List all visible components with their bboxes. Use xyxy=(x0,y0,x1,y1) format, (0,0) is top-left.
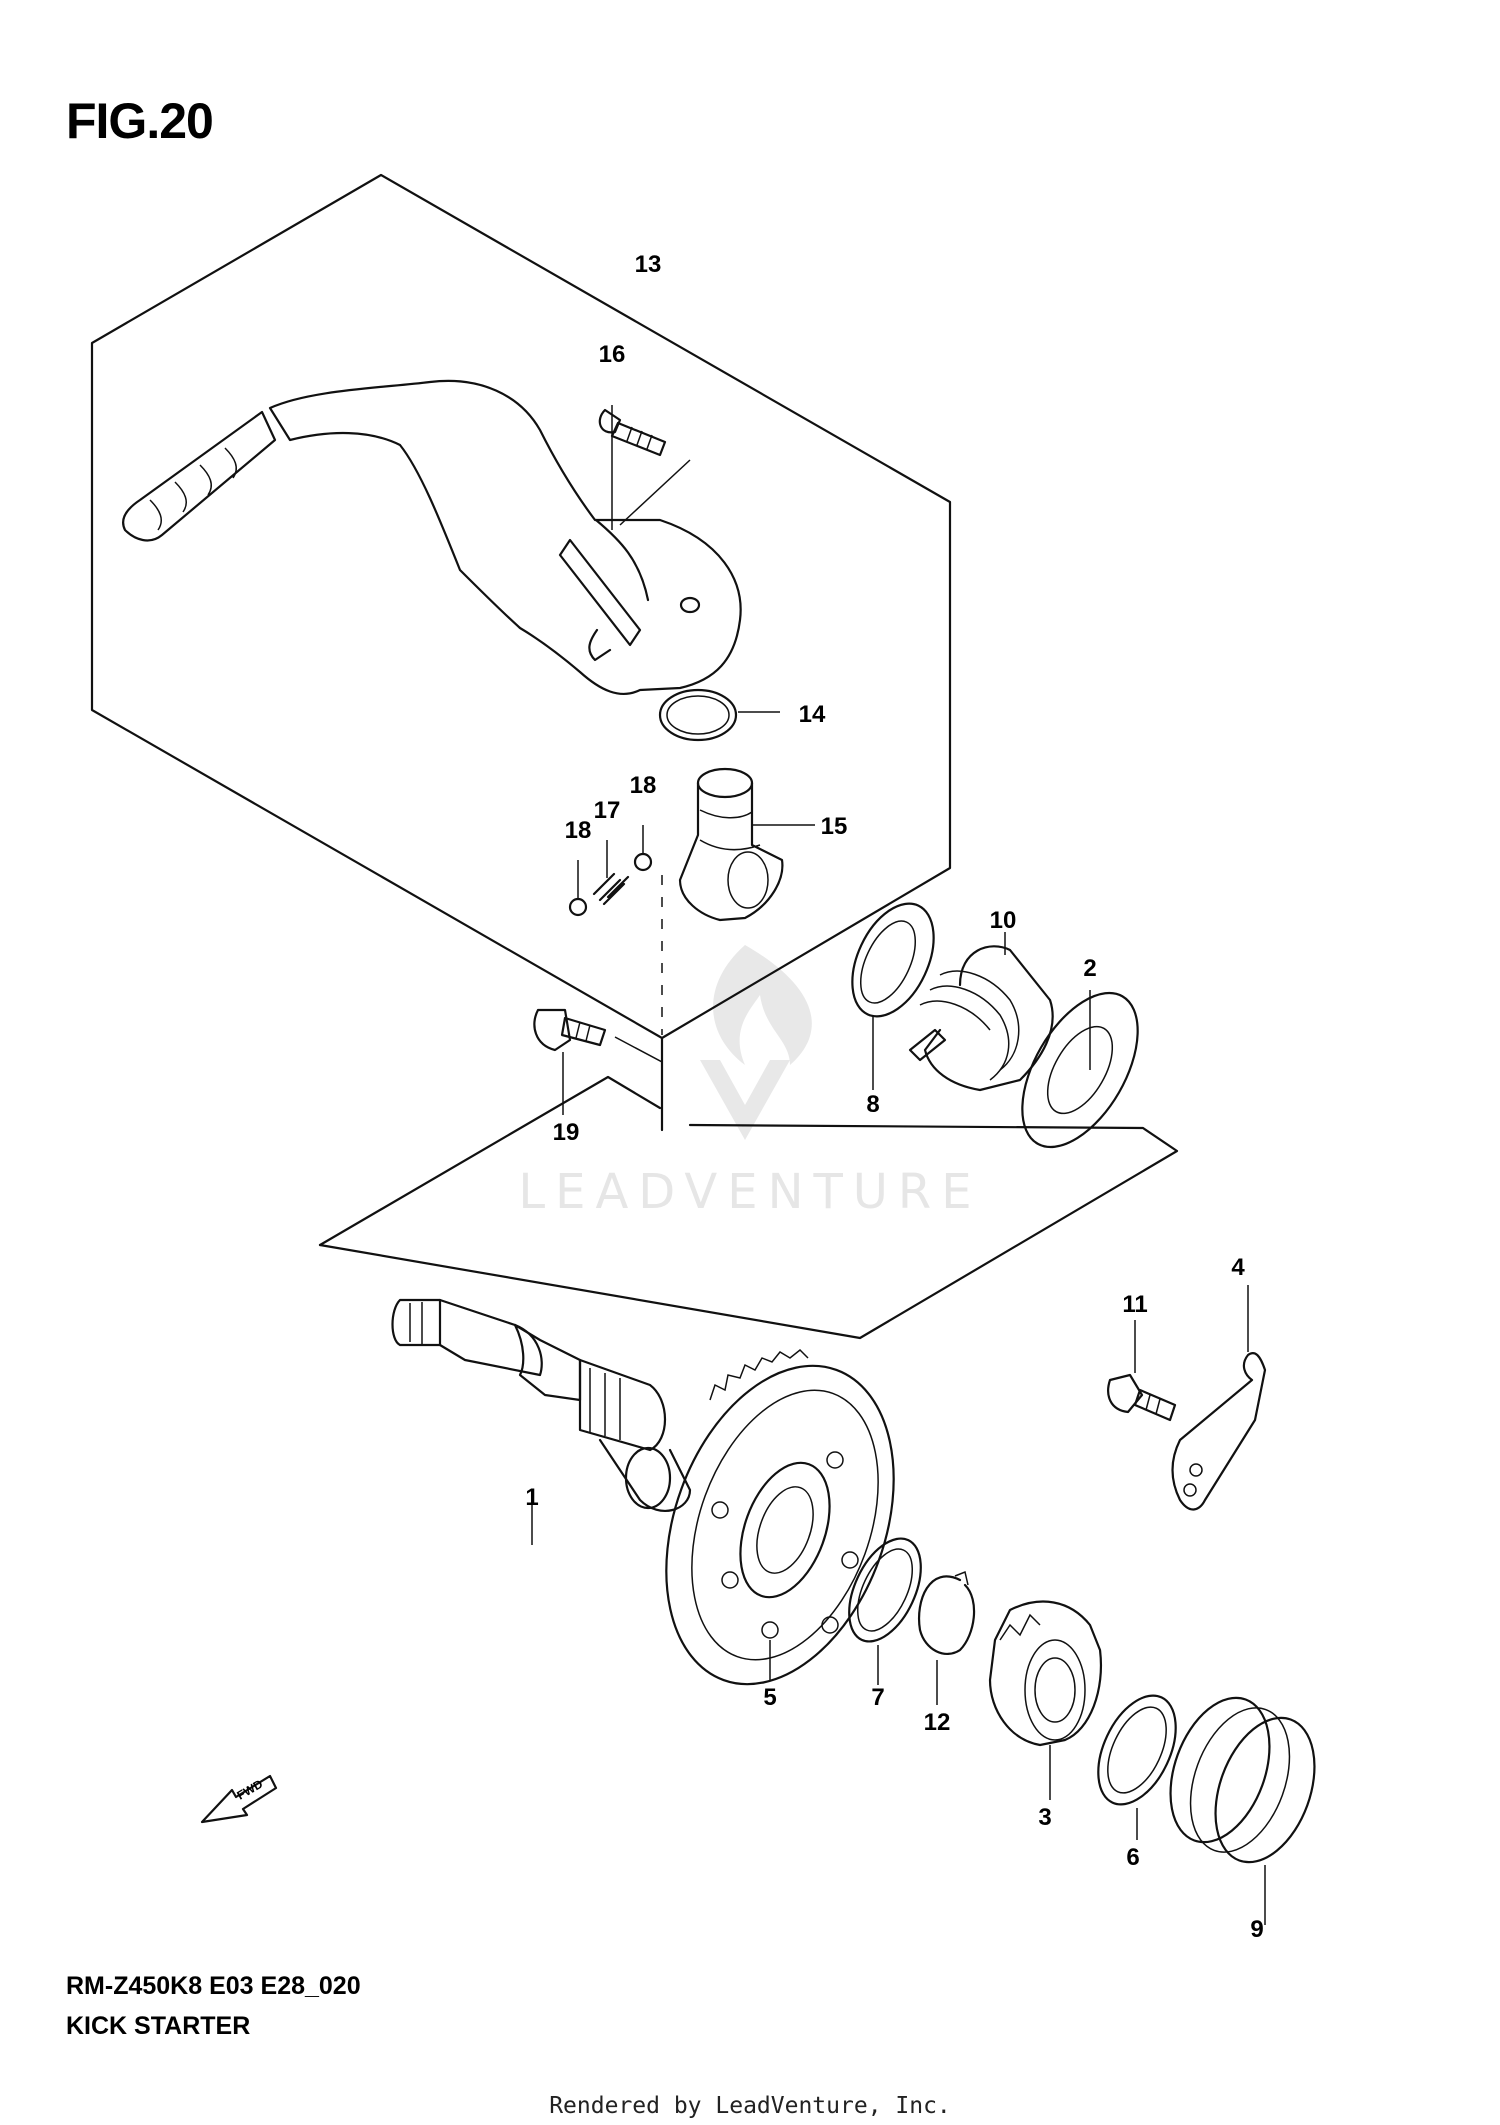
ratchet-3 xyxy=(988,1600,1102,1800)
callout-4: 4 xyxy=(1231,1254,1245,1281)
kick-arm xyxy=(122,379,742,695)
callout-18-right: 18 xyxy=(630,772,657,799)
bolt-16 xyxy=(598,405,691,530)
o-ring-14 xyxy=(658,688,780,742)
washer-2 xyxy=(1021,990,1139,1149)
stopper-4 xyxy=(1171,1285,1267,1511)
circlip-12 xyxy=(918,1570,976,1705)
washer-7 xyxy=(848,1537,922,1685)
bolt-11 xyxy=(1107,1320,1177,1422)
callout-labels: 13 16 14 18 17 18 15 10 2 8 19 4 11 1 5 … xyxy=(525,251,1263,1943)
callout-19: 19 xyxy=(553,1119,580,1146)
spring-and-balls xyxy=(568,825,663,1035)
section-name: KICK STARTER xyxy=(66,2012,251,2040)
figure-title: FIG.20 xyxy=(66,93,214,149)
callout-1: 1 xyxy=(525,1484,538,1511)
upper-group-frame xyxy=(90,173,952,1132)
callout-3: 3 xyxy=(1038,1804,1051,1831)
callout-14: 14 xyxy=(799,701,826,728)
kick-gear-5 xyxy=(665,1348,895,1686)
callout-15: 15 xyxy=(821,813,848,840)
callout-10: 10 xyxy=(990,907,1017,934)
model-code: RM-Z450K8 E03 E28_020 xyxy=(66,1972,361,2000)
callout-5: 5 xyxy=(763,1684,776,1711)
render-credit: Rendered by LeadVenture, Inc. xyxy=(549,2093,951,2119)
bolt-19 xyxy=(533,1008,663,1130)
washer-6 xyxy=(1097,1694,1177,1840)
fwd-arrow-icon: FWD xyxy=(200,1774,278,1824)
return-spring-10 xyxy=(908,932,1054,1092)
callout-16: 16 xyxy=(599,341,626,368)
callout-12: 12 xyxy=(924,1709,951,1736)
kick-shaft-15 xyxy=(678,767,815,922)
callout-18-left: 18 xyxy=(565,817,592,844)
kick-starter-shaft-1 xyxy=(391,1298,692,1545)
lower-group-frame xyxy=(318,1075,1179,1340)
watermark-text: LEADVENTURE xyxy=(518,1164,981,1220)
callout-17: 17 xyxy=(594,797,621,824)
spring-9 xyxy=(1169,1696,1316,1925)
callout-9: 9 xyxy=(1250,1916,1263,1943)
callout-7: 7 xyxy=(871,1684,884,1711)
callout-6: 6 xyxy=(1126,1844,1139,1871)
callout-8: 8 xyxy=(866,1091,879,1118)
watermark-logo: LEADVENTURE xyxy=(518,945,981,1220)
callout-2: 2 xyxy=(1083,955,1096,982)
callout-11: 11 xyxy=(1122,1291,1147,1318)
oil-seal-8 xyxy=(851,902,935,1090)
callout-13: 13 xyxy=(635,251,662,278)
